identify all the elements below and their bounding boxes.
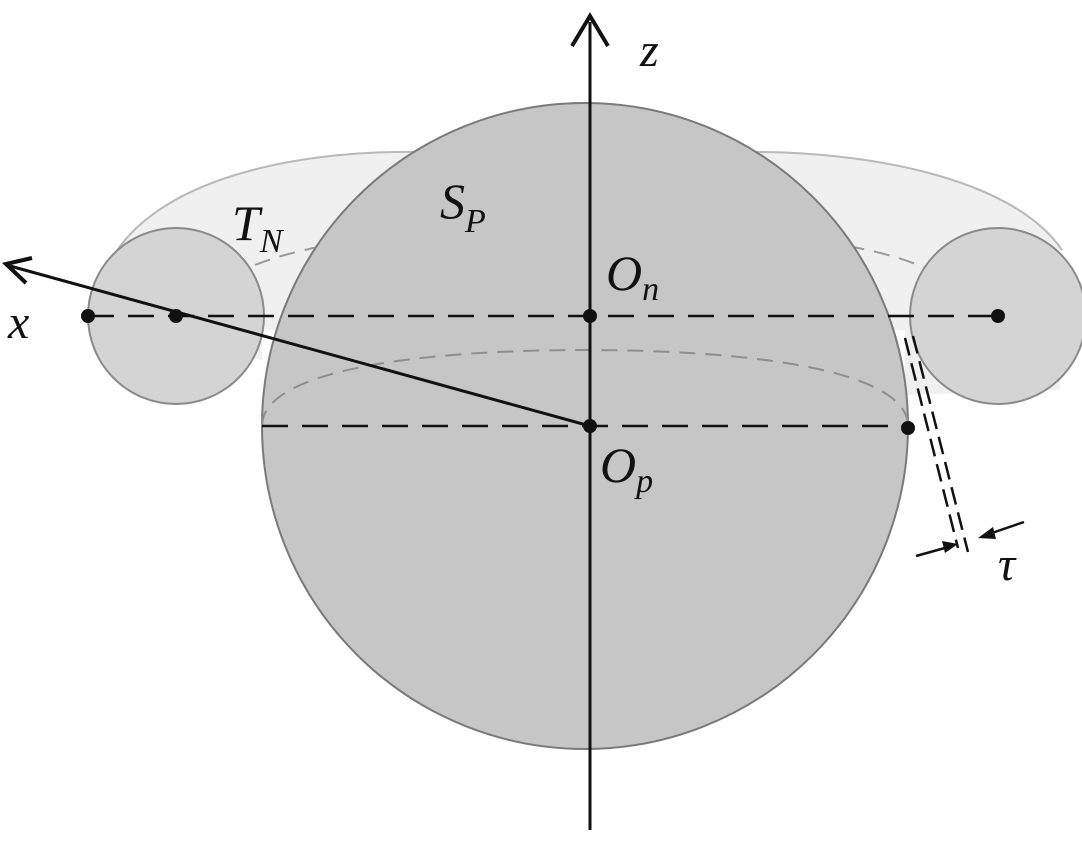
torus-label-sub: N	[259, 223, 285, 260]
torus-label: TN	[232, 195, 285, 260]
gap-line-outer	[911, 335, 970, 553]
tau-arrowhead-right	[978, 527, 996, 539]
sphere-equator-back	[261, 348, 909, 427]
center-p-label-sub: p	[634, 463, 653, 500]
point-center-p	[583, 419, 597, 433]
point-tube-right-center	[991, 309, 1005, 323]
x-axis-arrowhead	[1, 256, 33, 285]
z-axis-arrowhead	[570, 12, 610, 48]
center-p-label-main: O	[600, 437, 636, 493]
sphere-label-sub: P	[464, 203, 486, 240]
x-axis-line	[9, 264, 591, 428]
center-n-label: On	[606, 245, 659, 308]
tau-arrowhead-left	[942, 541, 958, 553]
torus-label-main: T	[232, 195, 263, 251]
sphere-label-main: S	[440, 173, 465, 229]
point-tube-left-center	[169, 309, 183, 323]
gap-label: τ	[998, 538, 1017, 591]
z-axis-label: z	[639, 24, 659, 77]
gap-line-inner	[903, 337, 960, 549]
torus-outer-edge-right	[754, 151, 1063, 251]
point-x-axis-end	[81, 309, 95, 323]
sphere-label: SP	[440, 173, 486, 240]
center-n-label-sub: n	[642, 271, 659, 308]
torus-outer-edge	[109, 150, 421, 263]
x-axis-label: x	[7, 296, 29, 349]
point-sphere-equator-right	[901, 421, 915, 435]
point-center-n	[583, 309, 597, 323]
center-p-label: Op	[600, 437, 653, 500]
center-n-label-main: O	[606, 245, 642, 301]
